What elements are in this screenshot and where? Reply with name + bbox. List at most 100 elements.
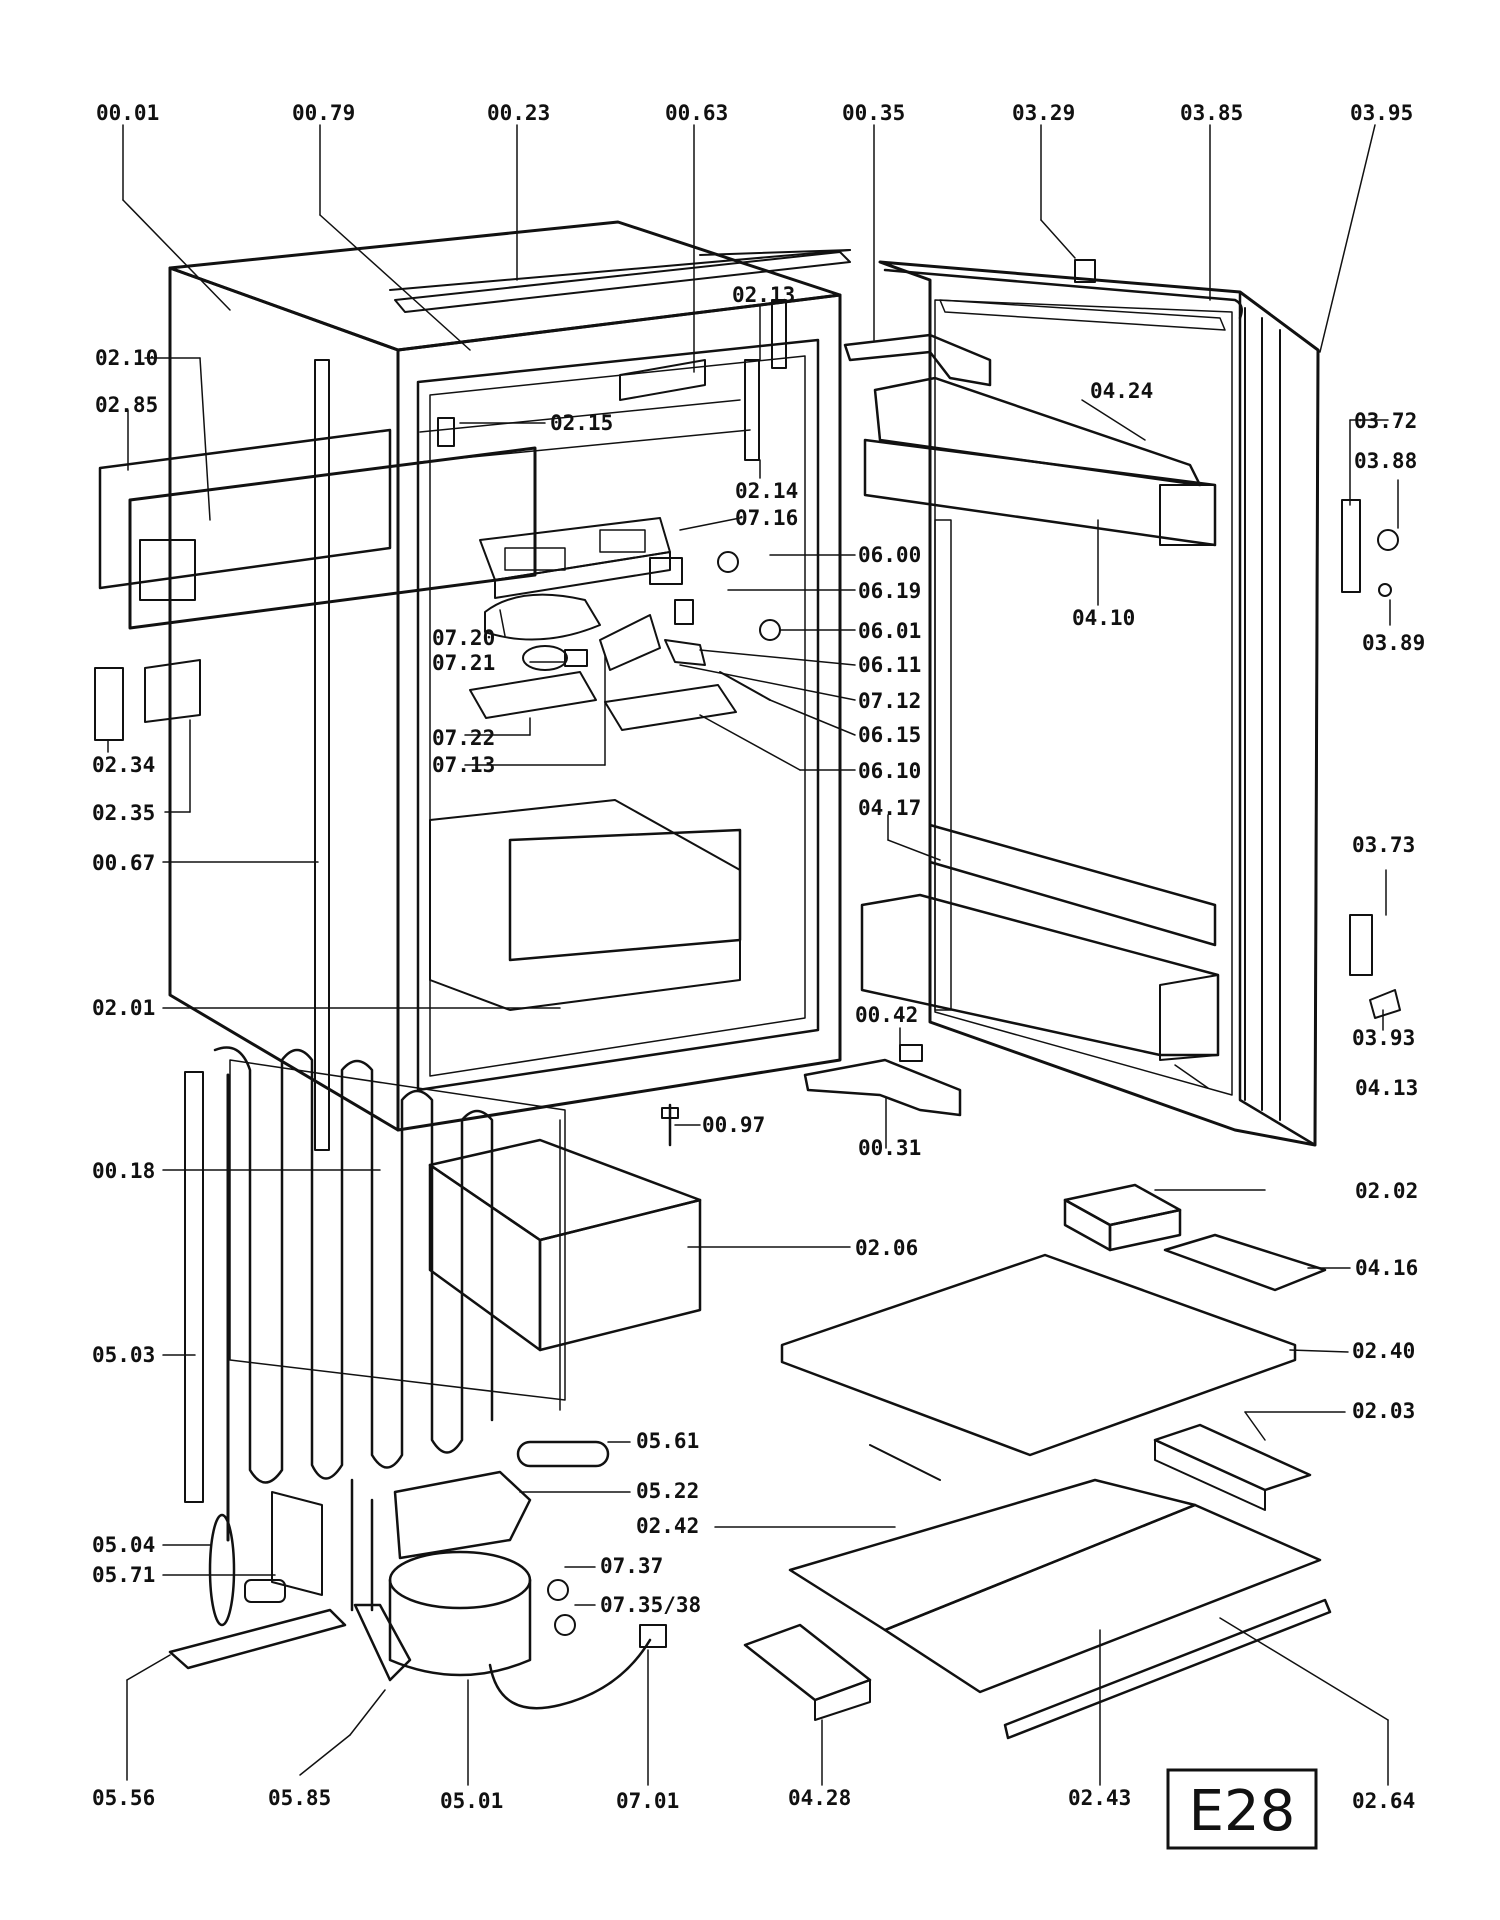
label-02-85: 02.85 [95, 393, 158, 417]
label-05-01: 05.01 [440, 1789, 503, 1813]
label-05-03: 05.03 [92, 1343, 155, 1367]
glass-shelf-upper [780, 1253, 1297, 1481]
label-02-34: 02.34 [92, 753, 155, 777]
label-02-14: 02.14 [735, 479, 798, 503]
label-06-15: 06.15 [858, 723, 921, 747]
circuit-board-right [604, 684, 737, 731]
label-03-72: 03.72 [1354, 409, 1417, 433]
door-shelf-lower [860, 893, 1220, 1061]
mounting-brackets [168, 1603, 412, 1682]
leader-lines [107, 124, 1399, 1786]
side-bracket [744, 299, 787, 461]
door-shelf-upper [863, 376, 1217, 547]
door-assembly [878, 260, 1320, 1147]
diagram-code-box: E28 [1166, 1768, 1318, 1850]
crisper-drawer [428, 1138, 702, 1352]
label-03-29: 03.29 [1012, 101, 1075, 125]
label-02-43: 02.43 [1068, 1786, 1131, 1810]
label-04-10: 04.10 [1072, 606, 1135, 630]
ice-tray [1153, 1423, 1312, 1511]
lamp-cover [484, 593, 601, 641]
butter-box [1063, 1183, 1182, 1252]
cabinet-body [168, 220, 851, 1132]
label-06-00: 06.00 [858, 543, 921, 567]
thermostat-parts [649, 551, 781, 701]
label-05-22: 05.22 [636, 1479, 699, 1503]
top-rail-part [394, 249, 851, 313]
label-00-97: 00.97 [702, 1113, 765, 1137]
drier-tube [516, 1440, 610, 1468]
label-07-13: 07.13 [432, 753, 495, 777]
label-07-12: 07.12 [858, 689, 921, 713]
label-07-16: 07.16 [735, 506, 798, 530]
label-02-15: 02.15 [550, 411, 613, 435]
label-07-37: 07.37 [600, 1554, 663, 1578]
label-00-23: 00.23 [487, 101, 550, 125]
capillary-parts [208, 1491, 323, 1627]
label-05-56: 05.56 [92, 1786, 155, 1810]
bottom-hinge [803, 1044, 962, 1117]
top-bracket-part [619, 359, 706, 401]
diagram-code: E28 [1189, 1779, 1296, 1844]
egg-tray [1163, 1233, 1327, 1292]
label-00-31: 00.31 [858, 1136, 921, 1160]
lamp-holder [599, 614, 661, 671]
label-07-20: 07.20 [432, 626, 495, 650]
label-04-17: 04.17 [858, 796, 921, 820]
label-03-93: 03.93 [1352, 1026, 1415, 1050]
small-clip-part [437, 417, 455, 447]
label-04-16: 04.16 [1355, 1256, 1418, 1280]
label-02-40: 02.40 [1352, 1339, 1415, 1363]
label-05-61: 05.61 [636, 1429, 699, 1453]
label-07-21: 07.21 [432, 651, 495, 675]
control-panel-assembly [479, 517, 671, 599]
compressor [350, 1470, 532, 1677]
label-02-13: 02.13 [732, 283, 795, 307]
label-00-79: 00.79 [292, 101, 355, 125]
circuit-board-left [469, 671, 597, 719]
door-stop-part [1074, 259, 1096, 283]
label-02-02: 02.02 [1355, 1179, 1418, 1203]
label-03-73: 03.73 [1352, 833, 1415, 857]
top-hinge [843, 333, 992, 387]
label-06-11: 06.11 [858, 653, 921, 677]
bulb-part [522, 645, 588, 671]
glass-shelf-lower [788, 1478, 1322, 1694]
label-02-01: 02.01 [92, 996, 155, 1020]
condenser-coil [184, 1046, 566, 1542]
label-07-22: 07.22 [432, 726, 495, 750]
small-fittings [547, 1579, 576, 1636]
label-02-10: 02.10 [95, 346, 158, 370]
label-07-35-38: 07.35/38 [600, 1593, 701, 1617]
label-02-64: 02.64 [1352, 1789, 1415, 1813]
label-03-89: 03.89 [1362, 631, 1425, 655]
label-02-42: 02.42 [636, 1514, 699, 1538]
label-00-63: 00.63 [665, 101, 728, 125]
label-04-28: 04.28 [788, 1786, 851, 1810]
cabinet-vertical-bar [314, 359, 330, 1151]
label-07-01: 07.01 [616, 1789, 679, 1813]
label-00-01: 00.01 [96, 101, 159, 125]
label-06-19: 06.19 [858, 579, 921, 603]
label-02-06: 02.06 [855, 1236, 918, 1260]
label-03-95: 03.95 [1350, 101, 1413, 125]
label-04-13: 04.13 [1355, 1076, 1418, 1100]
small-fixture-parts [94, 659, 201, 741]
label-03-88: 03.88 [1354, 449, 1417, 473]
power-cable [488, 1624, 667, 1710]
label-00-35: 00.35 [842, 101, 905, 125]
front-panel-assembly [98, 428, 537, 630]
label-05-71: 05.71 [92, 1563, 155, 1587]
label-06-01: 06.01 [858, 619, 921, 643]
label-00-18: 00.18 [92, 1159, 155, 1183]
label-05-04: 05.04 [92, 1533, 155, 1557]
freezer-compartment [429, 799, 742, 1011]
label-02-03: 02.03 [1352, 1399, 1415, 1423]
door-shelf-rail [928, 823, 1217, 947]
door-hinge-parts [1341, 499, 1401, 1019]
label-06-10: 06.10 [858, 759, 921, 783]
label-00-67: 00.67 [92, 851, 155, 875]
screw-part [661, 1103, 679, 1147]
